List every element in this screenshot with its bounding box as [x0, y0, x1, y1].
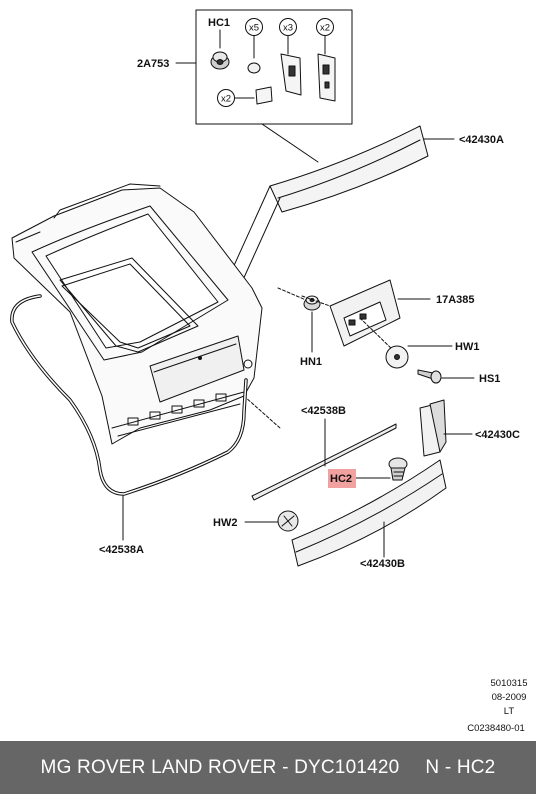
lower-seal-strip-part	[251, 423, 397, 501]
spoiler-trim-part	[269, 125, 429, 213]
label-hn1: HN1	[300, 356, 322, 368]
hc2-clip-part	[388, 457, 408, 481]
parts-diagram: HC1 x5 x3 x2 x2 2A753 <42430A 17A385 HN1…	[10, 9, 528, 734]
tag-part	[255, 86, 273, 105]
pad-part-x3	[280, 53, 302, 96]
hn1-nut-part	[303, 295, 321, 311]
stamp-line-4: C0238480-01	[467, 723, 525, 734]
pad-part-x2	[317, 53, 336, 102]
hs1-screw-part	[417, 369, 442, 384]
stamp-line-3: LT	[504, 706, 515, 717]
hc1-clip-part	[210, 51, 230, 70]
stamp-line-1: 5010315	[491, 678, 528, 689]
label-17a385: 17A385	[436, 294, 475, 306]
label-x5: x5	[249, 23, 259, 34]
label-hc1: HC1	[208, 17, 230, 29]
label-x2-lower: x2	[221, 94, 231, 105]
label-hc2: HC2	[330, 473, 352, 485]
footer-catalog-text: MG ROVER LAND ROVER - DYC101420	[40, 756, 400, 778]
footer-bar: MG ROVER LAND ROVER - DYC101420 N - HC2	[0, 741, 536, 794]
label-42430c: <42430C	[475, 429, 520, 441]
hardware-kit-box	[195, 9, 353, 125]
lower-trim-part	[291, 459, 447, 567]
label-42538b: <42538B	[301, 405, 346, 417]
license-bracket-part	[329, 279, 401, 347]
hc2-highlight	[328, 469, 356, 488]
label-2a753: 2A753	[137, 58, 169, 70]
label-x2-upper: x2	[320, 23, 330, 34]
stamp-line-2: 08-2009	[492, 692, 527, 703]
side-trim-part	[419, 399, 447, 457]
label-42430b: <42430B	[360, 558, 405, 570]
label-hw2: HW2	[213, 517, 237, 529]
hw2-clip-part	[277, 510, 299, 532]
label-x3: x3	[283, 23, 293, 34]
tailgate-body	[11, 183, 281, 445]
label-42538a: <42538A	[99, 544, 144, 556]
label-hw1: HW1	[455, 341, 479, 353]
label-42430a: <42430A	[459, 134, 504, 146]
label-hs1: HS1	[479, 373, 500, 385]
washer-part	[247, 62, 261, 74]
hw1-washer-part	[385, 345, 409, 369]
footer-part-code: N - HC2	[425, 756, 496, 778]
